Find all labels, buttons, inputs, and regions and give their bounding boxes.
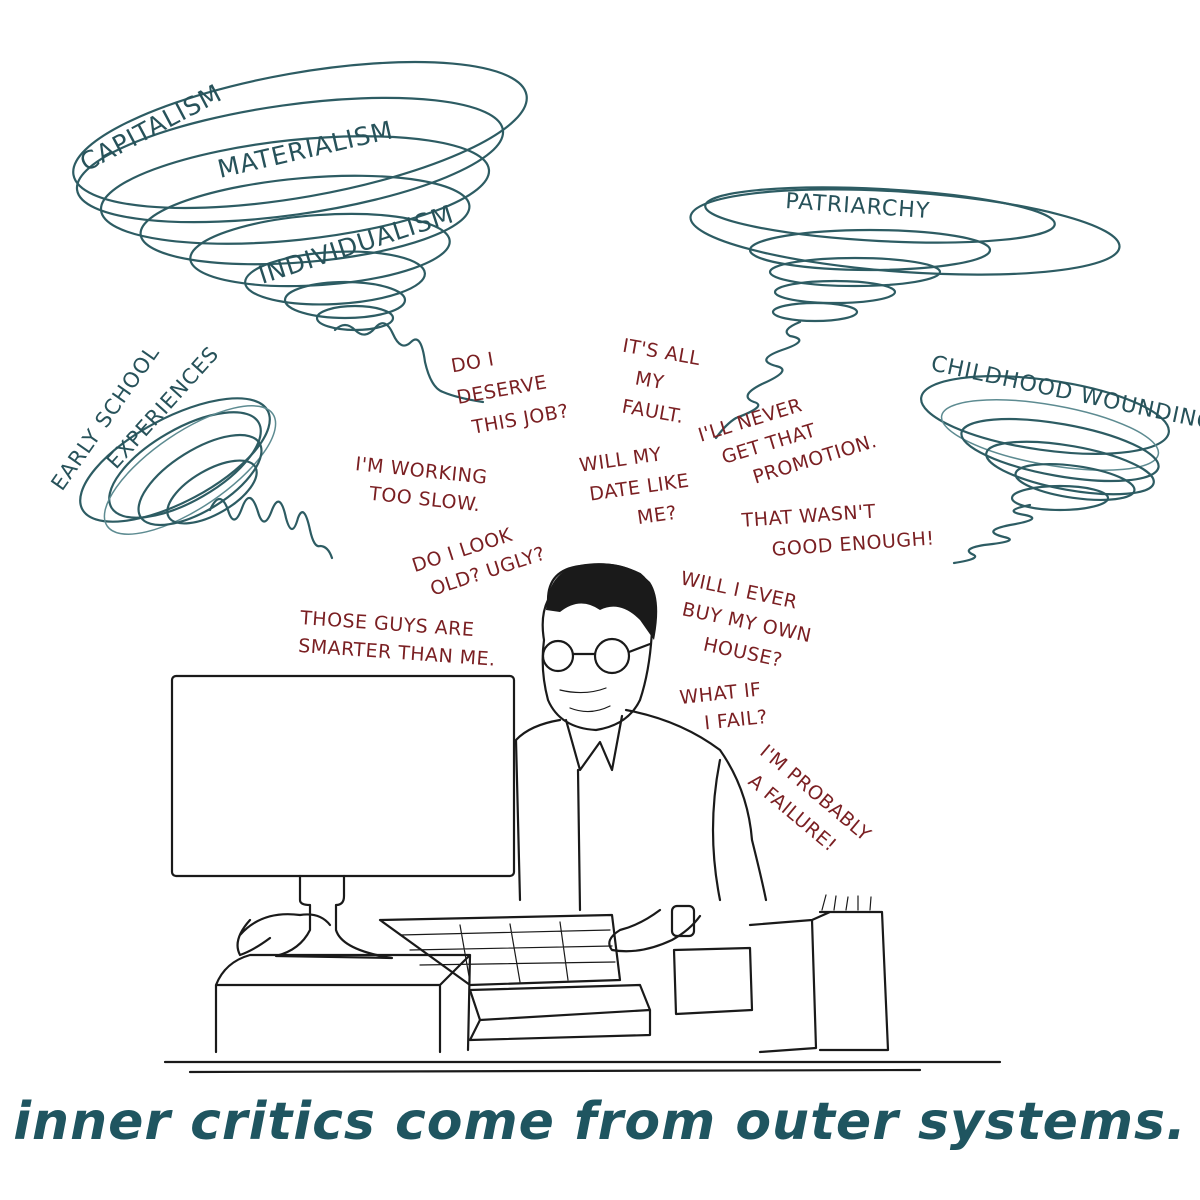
thought-not-good-enough: THAT WASN'T GOOD ENOUGH! — [740, 501, 935, 561]
svg-text:MY: MY — [633, 367, 665, 394]
keyboard — [378, 913, 622, 987]
thought-failure: I'M PROBABLY A FAILURE! — [744, 741, 875, 857]
svg-text:WILL MY: WILL MY — [578, 443, 663, 476]
tornado-early-school — [79, 397, 334, 560]
svg-text:DATE LIKE: DATE LIKE — [588, 470, 691, 506]
thought-working-slow: I'M WORKING TOO SLOW. — [354, 453, 488, 517]
wristwatch-icon — [670, 904, 696, 938]
thought-fault: IT'S ALL MY FAULT. — [620, 335, 702, 429]
tornado-patriarchy — [689, 186, 1121, 440]
desk-edge — [163, 1060, 1002, 1074]
shirt-collar — [564, 714, 624, 772]
svg-text:ME?: ME? — [636, 502, 679, 529]
person — [236, 563, 768, 957]
caption: inner critics come from outer systems. — [13, 1092, 1187, 1152]
side-stack — [748, 910, 890, 1054]
thought-look-old: DO I LOOK OLD? UGLY? — [409, 524, 548, 601]
thought-date: WILL MY DATE LIKE ME? — [578, 443, 691, 529]
thought-smarter: THOSE GUYS ARE SMARTER THAN ME. — [298, 607, 497, 671]
hand-on-mouse — [236, 913, 332, 957]
label-patriarchy: PATRIARCHY — [785, 189, 931, 224]
desk-block — [214, 953, 472, 1054]
svg-text:I FAIL?: I FAIL? — [703, 706, 769, 735]
glasses-left-lens — [541, 639, 575, 673]
thought-house: WILL I EVER BUY MY OWN HOUSE? — [679, 567, 814, 671]
computer-monitor — [170, 674, 516, 878]
desk-box — [672, 946, 754, 1016]
person-hair — [546, 563, 658, 640]
label-capitalism: CAPITALISM — [75, 78, 227, 177]
svg-text:GOOD ENOUGH!: GOOD ENOUGH! — [771, 527, 935, 560]
svg-text:THIS JOB?: THIS JOB? — [469, 400, 570, 439]
keyboard-keys — [399, 921, 616, 983]
thought-deserve: DO I DESERVE THIS JOB? — [449, 348, 570, 439]
thought-promotion: I'LL NEVER GET THAT PROMOTION. — [696, 394, 880, 488]
svg-text:IT'S ALL: IT'S ALL — [621, 335, 702, 370]
desk-scene — [163, 563, 1002, 1074]
svg-text:DO I: DO I — [449, 348, 495, 377]
label-materialism: MATERIALISM — [215, 115, 396, 184]
svg-text:THAT WASN'T: THAT WASN'T — [740, 501, 877, 532]
person-shirt — [514, 708, 768, 902]
svg-text:FAULT.: FAULT. — [620, 396, 685, 429]
person-beard — [559, 687, 611, 713]
tornado-childhood — [920, 375, 1170, 565]
glasses-right-lens — [593, 637, 631, 675]
thought-fail: WHAT IF I FAIL? — [678, 678, 769, 735]
monitor-stand — [274, 874, 394, 960]
svg-text:DESERVE: DESERVE — [455, 371, 549, 409]
person-arm — [576, 758, 722, 953]
svg-text:WHAT IF: WHAT IF — [678, 678, 762, 708]
papers-stack — [468, 983, 652, 1042]
svg-text:TOO SLOW.: TOO SLOW. — [367, 483, 481, 517]
glasses-frame — [571, 642, 652, 656]
file-tabs — [821, 894, 872, 911]
tornado-capitalism — [72, 60, 528, 404]
